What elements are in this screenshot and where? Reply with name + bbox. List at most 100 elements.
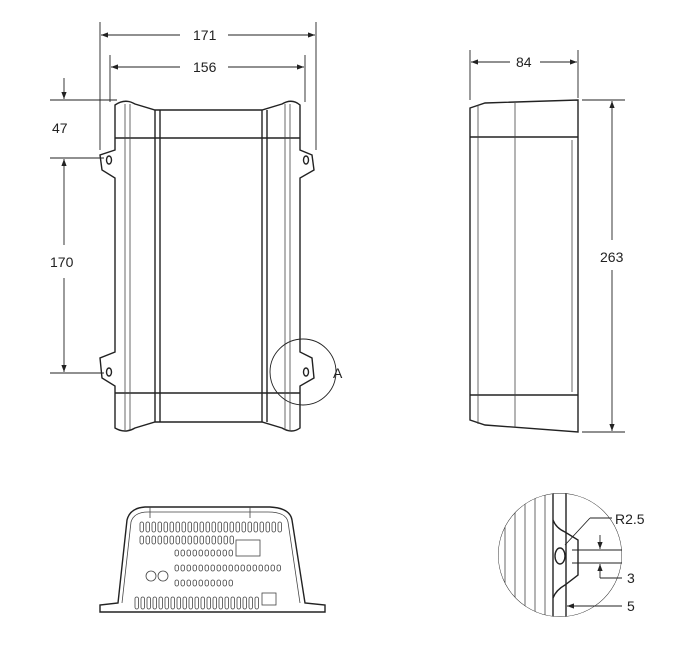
vent-slot (187, 521, 192, 533)
detail-circle (269, 338, 337, 406)
vent-slot (276, 564, 281, 572)
vent-slots (134, 521, 282, 610)
vent-slot (198, 579, 203, 587)
vent-slot (265, 521, 270, 533)
vent-slot (139, 521, 144, 533)
vent-slot (277, 521, 282, 533)
vent-slot (206, 596, 211, 610)
vent-slot (163, 535, 168, 545)
vent-slot (182, 596, 187, 610)
vent-slot (211, 535, 216, 545)
vent-slot (180, 549, 185, 557)
front-dimensions: 171 156 47 170 (50, 22, 317, 374)
vent-slot (146, 596, 151, 610)
vent-slot (217, 521, 222, 533)
vent-slot (176, 596, 181, 610)
vent-slot (229, 521, 234, 533)
dim-171: 171 (193, 27, 217, 43)
vent-slot (217, 535, 222, 545)
vent-slot (254, 596, 259, 610)
dim-3: 3 (627, 570, 635, 586)
side-view (469, 99, 579, 433)
vent-slot (212, 596, 217, 610)
vent-slot (174, 564, 179, 572)
vent-slot (194, 596, 199, 610)
vent-slot (134, 596, 139, 610)
vent-slot (222, 549, 227, 557)
vent-slot (193, 535, 198, 545)
connector (261, 592, 277, 606)
vent-slot (188, 596, 193, 610)
vent-slot (216, 579, 221, 587)
vent-slot (199, 535, 204, 545)
vent-slot (152, 596, 157, 610)
vent-slot (210, 579, 215, 587)
vent-slot (198, 549, 203, 557)
vent-slot (246, 564, 251, 572)
vent-slot (180, 564, 185, 572)
vent-slot (199, 521, 204, 533)
vent-slot (192, 549, 197, 557)
vent-slot (229, 535, 234, 545)
detail-label: A (333, 365, 343, 381)
vent-slot (164, 596, 169, 610)
vent-slot (151, 535, 156, 545)
vent-slot (186, 549, 191, 557)
vent-slot (230, 596, 235, 610)
vent-slot (223, 535, 228, 545)
vent-slot (236, 596, 241, 610)
vent-slot (169, 535, 174, 545)
vent-slot (157, 521, 162, 533)
vent-slot (158, 596, 163, 610)
vent-slot (270, 564, 275, 572)
vent-slot (222, 579, 227, 587)
vent-slot (151, 521, 156, 533)
detail-a-view: R2.5 3 5 (498, 493, 645, 617)
vent-slot (247, 521, 252, 533)
vent-slot (216, 549, 221, 557)
vent-slot (235, 521, 240, 533)
vent-slot (248, 596, 253, 610)
vent-slot (223, 521, 228, 533)
vent-slot (252, 564, 257, 572)
vent-slot (140, 596, 145, 610)
vent-slot (216, 564, 221, 572)
vent-slot (224, 596, 229, 610)
vent-slot (157, 535, 162, 545)
vent-slot (186, 564, 191, 572)
vent-slot (174, 579, 179, 587)
vent-slot (145, 521, 150, 533)
vent-slot (228, 549, 233, 557)
terminal (145, 570, 157, 582)
vent-slot (180, 579, 185, 587)
vent-slot (271, 521, 276, 533)
vent-slot (181, 521, 186, 533)
vent-slot (210, 564, 215, 572)
vent-slot (204, 564, 209, 572)
display-window (235, 539, 261, 557)
vent-slot (253, 521, 258, 533)
vent-slot (218, 596, 223, 610)
vent-slot (258, 564, 263, 572)
dim-r2-5: R2.5 (615, 511, 645, 527)
mount-hole (302, 367, 310, 377)
dim-263: 263 (600, 249, 624, 265)
vent-slot (192, 579, 197, 587)
vent-slot (193, 521, 198, 533)
vent-slot (204, 579, 209, 587)
vent-slot (222, 564, 227, 572)
vent-slot (264, 564, 269, 572)
vent-slot (228, 579, 233, 587)
vent-slot (198, 564, 203, 572)
front-view: A (99, 100, 343, 432)
dim-170: 170 (50, 254, 74, 270)
vent-slot (200, 596, 205, 610)
vent-slot (210, 549, 215, 557)
mount-hole (105, 155, 113, 165)
vent-slot (175, 535, 180, 545)
vent-slot (187, 535, 192, 545)
vent-slot (240, 564, 245, 572)
bottom-view (99, 506, 326, 613)
mount-hole (302, 155, 310, 165)
